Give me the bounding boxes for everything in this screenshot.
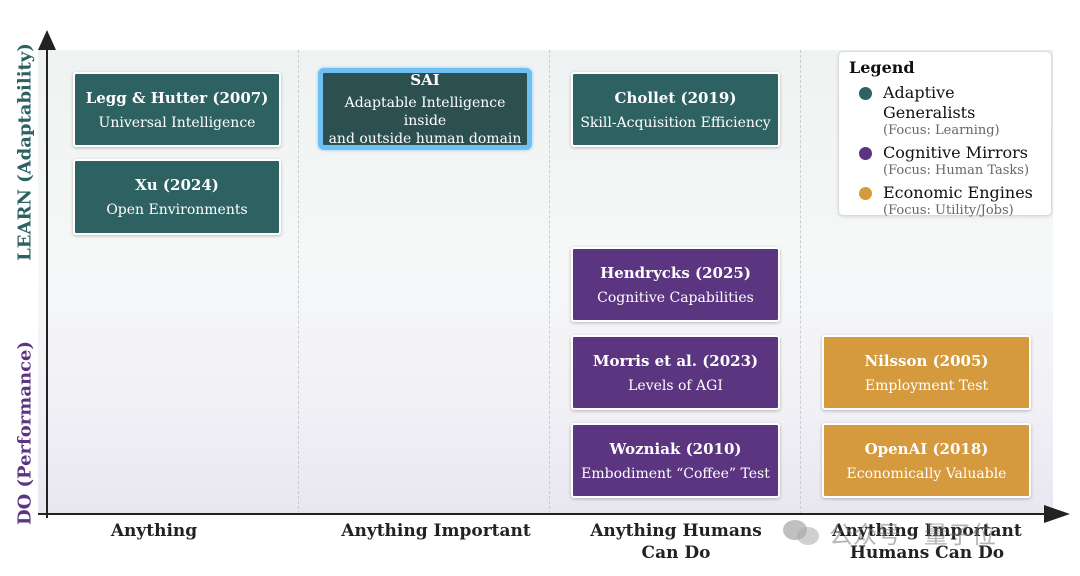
legend-entry-adaptive-generalists: Adaptive Generalists (Focus: Learning) (849, 83, 1041, 139)
box-hendrycks: Hendrycks (2025) Cognitive Capabilities (571, 247, 780, 322)
x-axis-label-anything-humans-can-do: Anything Humans Can Do (590, 521, 762, 563)
box-title: Morris et al. (2023) (592, 351, 759, 370)
box-title: Nilsson (2005) (864, 351, 989, 370)
box-title: Legg & Hutter (2007) (85, 88, 269, 107)
column-divider (549, 50, 550, 514)
box-legg-hutter: Legg & Hutter (2007) Universal Intellige… (73, 72, 281, 147)
box-title: OpenAI (2018) (864, 439, 989, 458)
legend-entry-name: Economic Engines (883, 183, 1033, 202)
box-title: SAI (410, 71, 440, 89)
box-openai: OpenAI (2018) Economically Valuable (822, 423, 1031, 498)
wechat-icon (783, 518, 821, 546)
y-axis-label-learn: LEARN (Adaptability) (14, 43, 36, 261)
legend-entry-economic-engines: Economic Engines (Focus: Utility/Jobs) (849, 183, 1041, 219)
watermark: 公众号 · 量子位 (783, 515, 996, 549)
y-axis-label-do: DO (Performance) (14, 340, 36, 526)
box-nilsson: Nilsson (2005) Employment Test (822, 335, 1031, 410)
box-morris: Morris et al. (2023) Levels of AGI (571, 335, 780, 410)
x-axis (38, 513, 1046, 515)
box-wozniak: Wozniak (2010) Embodiment “Coffee” Test (571, 423, 780, 498)
box-subtitle: Open Environments (106, 202, 248, 218)
box-subtitle: Skill-Acquisition Efficiency (580, 114, 771, 131)
box-subtitle: Universal Intelligence (98, 114, 256, 131)
box-xu: Xu (2024) Open Environments (73, 159, 281, 235)
legend-entry-focus: (Focus: Learning) (883, 123, 1000, 138)
box-title: Xu (2024) (135, 176, 219, 194)
box-sai: SAI Adaptable Intelligence inside and ou… (318, 68, 532, 150)
column-divider (800, 50, 801, 514)
x-axis-label-anything-important: Anything Important (341, 521, 531, 541)
column-divider (298, 50, 299, 514)
y-axis (46, 48, 48, 518)
box-subtitle: Embodiment “Coffee” Test (581, 465, 770, 482)
box-subtitle: Employment Test (864, 377, 989, 394)
box-chollet: Chollet (2019) Skill-Acquisition Efficie… (571, 72, 780, 147)
box-title: Wozniak (2010) (609, 439, 742, 458)
legend-entry-focus: (Focus: Human Tasks) (883, 163, 1030, 178)
box-subtitle: Levels of AGI (628, 377, 723, 394)
legend-entry-name: Cognitive Mirrors (883, 143, 1028, 162)
x-axis-label-anything-important-humans-can-do: Anything Important Humans Can Do (832, 521, 1022, 563)
box-title: Hendrycks (2025) (600, 263, 751, 282)
box-subtitle: Economically Valuable (846, 465, 1007, 482)
watermark-text: 公众号 · 量子位 (829, 520, 996, 549)
legend-dot-icon (859, 187, 872, 200)
legend-title: Legend (849, 58, 915, 77)
legend-entry-focus: (Focus: Utility/Jobs) (883, 203, 1014, 218)
x-axis-arrow-icon (1044, 505, 1070, 523)
legend-dot-icon (859, 87, 872, 100)
legend: Legend Adaptive Generalists (Focus: Lear… (838, 51, 1052, 219)
y-axis-arrow-icon (38, 30, 56, 50)
x-axis-label-anything: Anything (110, 521, 198, 541)
box-title: Chollet (2019) (614, 88, 737, 107)
box-subtitle: Adaptable Intelligence inside and outsid… (328, 95, 522, 147)
legend-entry-name: Adaptive Generalists (883, 83, 976, 122)
legend-dot-icon (859, 147, 872, 160)
box-subtitle: Cognitive Capabilities (597, 289, 754, 306)
legend-entry-cognitive-mirrors: Cognitive Mirrors (Focus: Human Tasks) (849, 143, 1041, 179)
